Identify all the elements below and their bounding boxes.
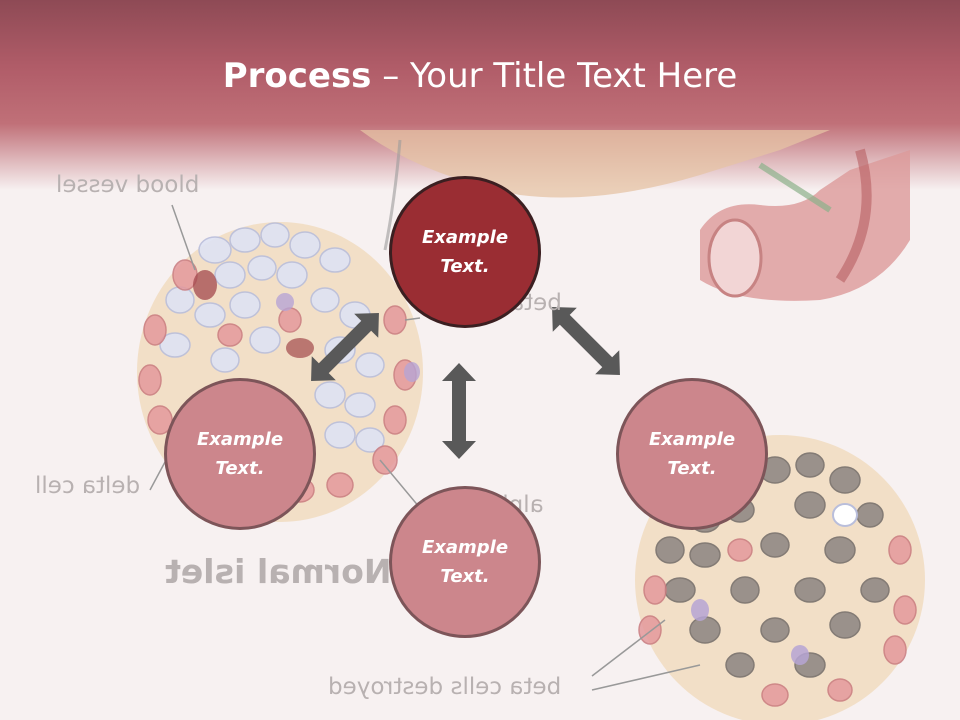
- node-top-text: Example Text.: [421, 227, 509, 277]
- title-bold: Process: [222, 56, 372, 96]
- label-normal-islet: Normal islet: [165, 552, 392, 591]
- process-node-right[interactable]: Example Text.: [616, 378, 768, 530]
- slide-title: Process – Your Title Text Here: [0, 54, 960, 98]
- node-bottom-text: Example Text.: [421, 537, 509, 587]
- node-left-text: Example Text.: [196, 429, 284, 479]
- process-node-bottom[interactable]: Example Text.: [389, 486, 541, 638]
- process-node-left[interactable]: Example Text.: [164, 378, 316, 530]
- title-rest: – Your Title Text Here: [371, 56, 738, 96]
- label-delta-cell: delta cell: [35, 473, 141, 499]
- process-arrows: [311, 307, 620, 459]
- label-beta-cells-destroyed: beta cells destroyed: [328, 674, 562, 700]
- label-blood-vessel: blood vessel: [56, 172, 200, 198]
- process-node-top[interactable]: Example Text.: [389, 176, 541, 328]
- node-right-text: Example Text.: [648, 429, 736, 479]
